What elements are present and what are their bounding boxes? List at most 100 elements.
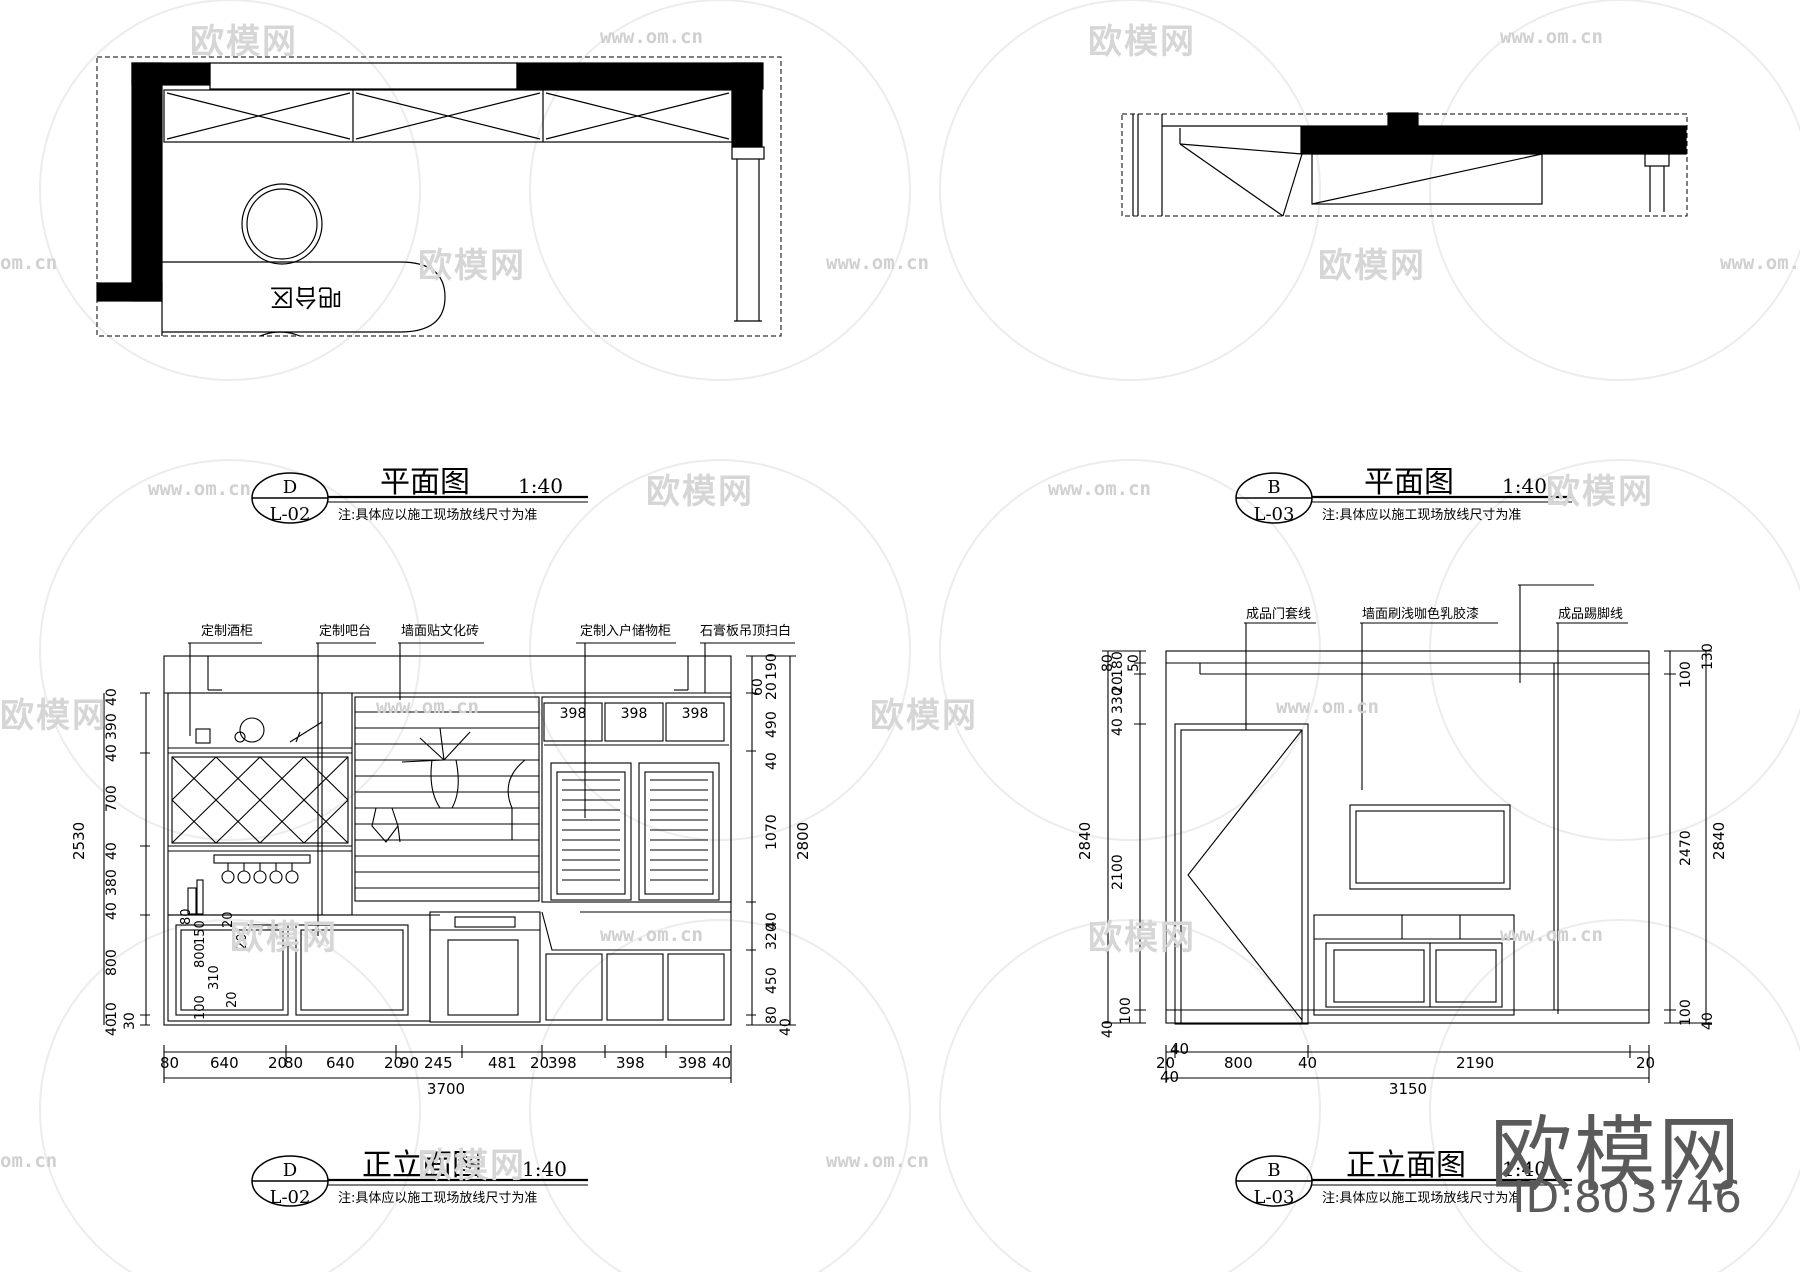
elev-d-callout-bar: 定制吧台	[319, 624, 371, 639]
elev-d-callout-brick: 墙面贴文化砖	[401, 624, 479, 639]
svg-text:40: 40	[104, 744, 120, 762]
svg-text:2470: 2470	[1678, 830, 1694, 866]
plan-d-scale: 1:40	[518, 474, 563, 498]
elev-d-left-total: 2530	[70, 822, 88, 860]
elev-b-drawing	[1102, 584, 1712, 1083]
elev-d-callout-wine-cabinet: 定制酒柜	[201, 624, 253, 639]
svg-text:800: 800	[104, 949, 120, 976]
svg-text:20: 20	[1156, 1054, 1175, 1072]
svg-text:20: 20	[764, 682, 780, 700]
watermark-url: www.om.cn	[1276, 696, 1379, 718]
elev-b-scale: 1:40	[1502, 1157, 1547, 1181]
svg-text:20: 20	[235, 933, 250, 950]
svg-text:700: 700	[104, 785, 120, 812]
plan-b-title: 平面图	[1364, 465, 1454, 500]
svg-text:2190: 2190	[1456, 1054, 1494, 1072]
elev-b-title: 正立面图	[1346, 1148, 1466, 1183]
svg-text:20: 20	[268, 1054, 287, 1072]
brand-logo-text: 欧模网	[1489, 1108, 1742, 1203]
watermark-brand: 欧模网	[418, 246, 526, 286]
elev-d-note: 注:具体应以施工现场放线尺寸为准	[338, 1190, 537, 1206]
watermark-url: www.om.cn	[1500, 924, 1603, 946]
svg-text:150: 150	[193, 920, 208, 945]
svg-text:20: 20	[221, 911, 236, 928]
watermark-url: www.om.cn	[1048, 478, 1151, 500]
plan-d-tag-bottom: L-02	[270, 504, 311, 525]
svg-text:450: 450	[764, 967, 780, 994]
plan-b-scale: 1:40	[1502, 474, 1547, 498]
watermark-brand: 欧模网	[1318, 246, 1426, 286]
svg-text:800: 800	[1224, 1054, 1253, 1072]
svg-text:40: 40	[1170, 1040, 1189, 1058]
plan-b-drawing	[1121, 112, 1688, 217]
svg-text:40: 40	[764, 912, 780, 930]
svg-text:100: 100	[1678, 999, 1694, 1026]
svg-text:40: 40	[1700, 1012, 1716, 1030]
svg-text:490: 490	[764, 711, 780, 738]
elev-d-bottom-dims: 80 640 20 80 640 20 90 245 481 20 398 39…	[160, 1054, 731, 1072]
svg-text:100: 100	[193, 995, 208, 1020]
watermark-url: www.om.cn	[148, 478, 251, 500]
svg-text:30: 30	[122, 1012, 138, 1030]
elev-d-scale: 1:40	[522, 1157, 567, 1181]
elev-b-note: 注:具体应以施工现场放线尺寸为准	[1322, 1190, 1521, 1206]
svg-text:2100: 2100	[1110, 854, 1126, 890]
svg-text:10: 10	[104, 1002, 120, 1020]
svg-text:40: 40	[778, 1018, 794, 1036]
elev-d-cabinet-mark: 398	[621, 706, 648, 722]
plan-d-note: 注:具体应以施工现场放线尺寸为准	[338, 507, 537, 523]
plan-b-note: 注:具体应以施工现场放线尺寸为准	[1322, 507, 1521, 523]
watermark-url-short: om.cn	[0, 252, 58, 274]
elev-d-title-block: D L-02 正立面图 1:40 注:具体应以施工现场放线尺寸为准	[251, 1148, 588, 1208]
elev-d-right-dims: 190 60 20 490 40 1070 40 320 450 80 40	[750, 653, 794, 1036]
svg-text:640: 640	[326, 1054, 355, 1072]
svg-text:481: 481	[488, 1054, 517, 1072]
svg-text:180: 180	[1110, 651, 1126, 678]
svg-text:190: 190	[764, 653, 780, 680]
elev-b-total-width: 3150	[1389, 1080, 1427, 1098]
svg-text:40: 40	[1298, 1054, 1317, 1072]
watermark-brand: 欧模网	[646, 472, 754, 512]
svg-text:80: 80	[764, 1006, 780, 1024]
watermark-brand: 欧模网	[870, 696, 978, 736]
svg-text:800: 800	[193, 943, 208, 968]
svg-text:40: 40	[104, 688, 120, 706]
svg-text:310: 310	[207, 965, 222, 990]
elev-d-total-width: 3700	[427, 1080, 465, 1098]
svg-text:130: 130	[1700, 643, 1716, 670]
watermark-url: www.om.cn	[826, 252, 929, 274]
plan-b-tag-top: B	[1267, 477, 1280, 498]
svg-text:50: 50	[1126, 654, 1142, 672]
elev-b-title-block: B L-03 正立面图 1:40 注:具体应以施工现场放线尺寸为准	[1235, 1148, 1572, 1208]
elev-d-cabinet-mark: 398	[560, 706, 587, 722]
svg-text:330: 330	[1110, 687, 1126, 714]
svg-text:40: 40	[1100, 1020, 1116, 1038]
svg-text:640: 640	[210, 1054, 239, 1072]
watermark-brand: 欧模网	[1088, 918, 1196, 958]
elev-b-callout-wall-paint: 墙面刷浅咖色乳胶漆	[1362, 606, 1479, 622]
watermark-url: www.om.cn	[826, 1150, 929, 1172]
watermark-url: www.om.cn	[1720, 252, 1800, 274]
elev-b-bottom-dims: 20 40 40 800 40 2190 20	[1156, 1040, 1655, 1086]
elev-b-callout-skirting: 成品踢脚线	[1558, 606, 1623, 622]
elev-d-title: 正立面图	[362, 1148, 482, 1183]
watermark-arcs	[39, 0, 1800, 1272]
svg-text:80: 80	[1100, 654, 1116, 672]
watermark-url-short: om.cn	[0, 1150, 58, 1172]
watermark-brand: 欧模网	[190, 22, 298, 62]
plan-d-drawing	[96, 56, 782, 337]
svg-text:40: 40	[1160, 1068, 1179, 1086]
watermark-brand: 欧模网	[1088, 22, 1196, 62]
elev-b-left-total: 2840	[1076, 822, 1094, 860]
watermark-url: www.om.cn	[376, 696, 479, 718]
elev-d-tag-top: D	[283, 1160, 297, 1181]
svg-text:40: 40	[104, 902, 120, 920]
watermark-brand: 欧模网	[0, 696, 108, 736]
watermark-brand: 欧模网	[418, 1146, 526, 1186]
plan-b-tag-bottom: L-03	[1254, 504, 1295, 525]
svg-text:1070: 1070	[764, 814, 780, 850]
watermark-brand: 欧模网	[230, 918, 338, 958]
model-id: ID:803746	[1512, 1172, 1742, 1223]
elev-d-tag-bottom: L-02	[270, 1187, 311, 1208]
